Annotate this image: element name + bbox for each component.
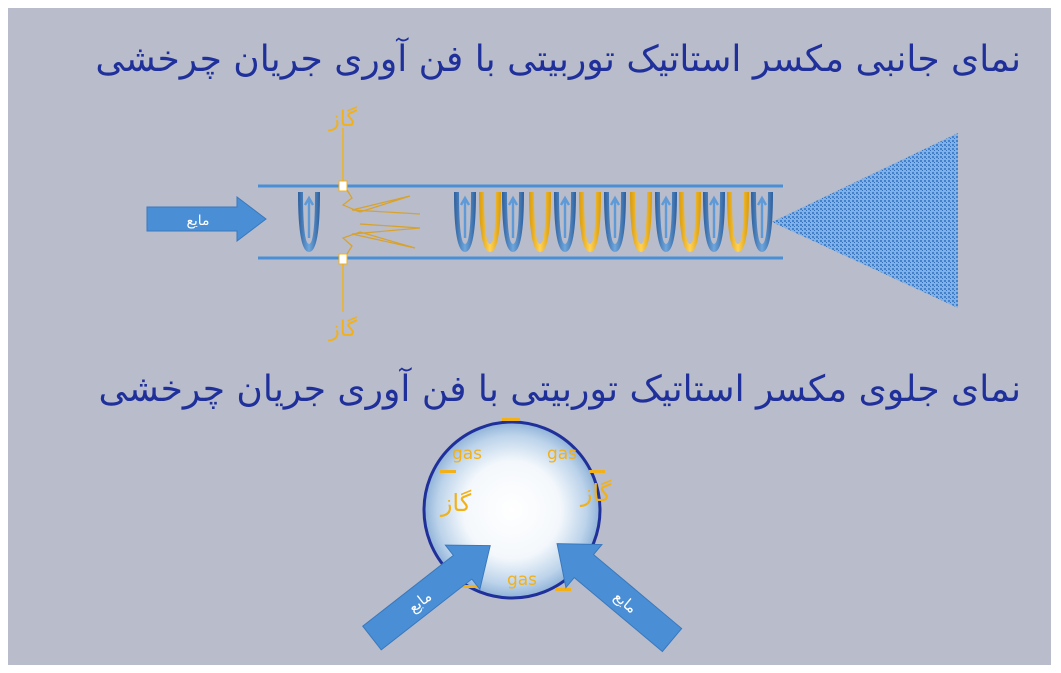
gas-nozzle-top bbox=[338, 180, 348, 192]
spray-cone bbox=[772, 133, 958, 308]
swirl-vane-gold bbox=[727, 192, 749, 252]
flow-up-arrow bbox=[609, 195, 621, 238]
gas-injector-lower bbox=[341, 223, 421, 255]
flow-up-arrow bbox=[459, 195, 471, 238]
swirl-vane-gold bbox=[579, 192, 601, 252]
flow-up-arrow bbox=[708, 195, 720, 238]
gas-label-fa-right: گاز bbox=[580, 479, 612, 507]
swirl-vane-blue bbox=[298, 192, 320, 252]
flow-up-arrow bbox=[559, 195, 571, 238]
swirl-vane-gold bbox=[479, 192, 501, 252]
swirl-vane-gold bbox=[529, 192, 551, 252]
gas-bottom-label: گاز bbox=[328, 316, 357, 342]
liquid-arrow-right: مایع bbox=[556, 543, 683, 653]
gas-nozzle-marks bbox=[440, 418, 605, 591]
side-view-title: نمای جانبی مکسر استاتیک توربیتی با فن آو… bbox=[95, 39, 1021, 80]
gas-nozzle-bottom bbox=[338, 253, 348, 265]
gas-label-en-top-left: gas bbox=[452, 444, 482, 464]
gas-label-fa-left: گاز bbox=[440, 489, 472, 517]
gas-label-en-top-right: gas bbox=[547, 444, 577, 464]
swirl-vane-gold bbox=[679, 192, 701, 252]
swirl-vane-blue bbox=[703, 192, 725, 252]
gas-top-label: گاز bbox=[328, 106, 357, 132]
flow-up-arrow bbox=[303, 195, 315, 238]
flow-up-arrow bbox=[756, 195, 768, 238]
swirl-vanes bbox=[298, 192, 773, 252]
swirl-vane-blue bbox=[554, 192, 576, 252]
front-view-title: نمای جلوی مکسر استاتیک توربیتی با فن آور… bbox=[98, 369, 1022, 410]
swirl-vane-blue bbox=[502, 192, 524, 252]
liquid-inlet-arrow bbox=[146, 195, 267, 243]
swirl-vane-blue bbox=[604, 192, 626, 252]
swirl-vane-gold bbox=[630, 192, 652, 252]
swirl-vane-blue bbox=[454, 192, 476, 252]
gas-label-en-bottom: gas bbox=[507, 570, 537, 590]
flow-up-arrow bbox=[507, 195, 519, 238]
liquid-arrow-left: مایع bbox=[362, 544, 491, 651]
swirl-vane-blue bbox=[751, 192, 773, 252]
liquid-inlet-label: مایع bbox=[186, 213, 209, 229]
swirl-vane-blue bbox=[655, 192, 677, 252]
gas-injector-upper bbox=[341, 189, 421, 215]
flow-up-arrow bbox=[660, 195, 672, 238]
